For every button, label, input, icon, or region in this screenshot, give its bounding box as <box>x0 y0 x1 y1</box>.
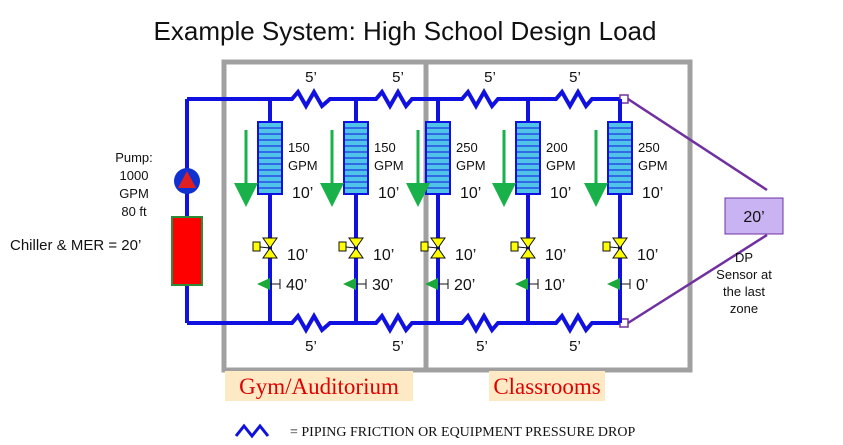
coil-drop: 10’ <box>292 185 313 202</box>
branches: 150GPM10’10’40’150GPM10’10’30’250GPM10’1… <box>234 99 668 323</box>
return-friction-4: 5’ <box>569 338 581 355</box>
valve-actuator-icon <box>338 241 347 252</box>
branch-flow: 250 <box>456 140 478 155</box>
valve-stem <box>517 246 529 249</box>
control-valve-icon <box>348 237 364 249</box>
control-valve-icon <box>430 237 446 249</box>
chiller <box>171 216 203 286</box>
balance-drop: 40’ <box>286 277 307 294</box>
control-valve-lower <box>262 247 278 259</box>
supply-friction-1: 5’ <box>305 69 317 86</box>
control-valve-lower <box>612 247 628 259</box>
valve-stem <box>345 246 357 249</box>
dp-sensor-value: 20’ <box>743 209 764 226</box>
balance-valve-icon <box>257 278 270 290</box>
valve-actuator-icon <box>252 241 261 252</box>
branch-flow: 150 <box>288 140 310 155</box>
pump-flow-unit: GPM <box>119 186 149 201</box>
pump-head: 80 ft <box>121 204 147 219</box>
control-valve-lower <box>348 247 364 259</box>
valve-drop: 10’ <box>637 247 658 264</box>
supply-pipe <box>187 87 622 111</box>
zone-box-classrooms <box>423 59 693 373</box>
zone-label-bg-classrooms <box>489 371 605 401</box>
pump-flow: 1000 <box>120 168 149 183</box>
valve-actuator-icon <box>420 241 429 252</box>
branch-flow-unit: GPM <box>638 158 668 173</box>
dp-line-lower <box>627 233 768 325</box>
control-valve-icon <box>612 237 628 249</box>
balance-drop: 10’ <box>544 277 565 294</box>
balance-valve-icon <box>343 278 356 290</box>
coil-drop: 10’ <box>460 185 481 202</box>
control-valve-lower <box>520 247 536 259</box>
chiller-label: Chiller & MER = 20’ <box>10 237 141 254</box>
branch-flow-unit: GPM <box>456 158 486 173</box>
return-friction-3: 5’ <box>476 338 488 355</box>
zone-label-classrooms: Classrooms <box>493 374 600 399</box>
coil-drop: 10’ <box>378 185 399 202</box>
balance-drop: 0’ <box>636 277 648 294</box>
return-friction-2: 5’ <box>392 338 404 355</box>
control-valve-lower <box>430 247 446 259</box>
balance-valve-icon <box>515 278 528 290</box>
control-valve-icon <box>262 237 278 249</box>
supply-friction-4: 5’ <box>569 69 581 86</box>
dp-sensor-line3: the last <box>723 284 765 299</box>
return-pipe <box>187 311 622 335</box>
zone-label-gym: Gym/Auditorium <box>239 374 399 399</box>
balance-drop: 30’ <box>372 277 393 294</box>
branch-flow-unit: GPM <box>374 158 404 173</box>
valve-drop: 10’ <box>287 247 308 264</box>
valve-stem <box>427 246 439 249</box>
valve-stem <box>259 246 271 249</box>
branch-flow: 250 <box>638 140 660 155</box>
supply-friction-2: 5’ <box>392 69 404 86</box>
branch-flow: 200 <box>546 140 568 155</box>
valve-actuator-icon <box>510 241 519 252</box>
dp-sensor-line2: Sensor at <box>716 267 772 282</box>
return-friction-1: 5’ <box>305 338 317 355</box>
dp-sensor-line1: DP <box>735 250 753 265</box>
balance-valve-icon <box>425 278 438 290</box>
valve-drop: 10’ <box>455 247 476 264</box>
coil-drop: 10’ <box>642 185 663 202</box>
control-valve-icon <box>520 237 536 249</box>
dp-sensor-line4: zone <box>730 301 758 316</box>
supply-friction-3: 5’ <box>484 69 496 86</box>
pump-label: Pump: <box>115 150 153 165</box>
branch-flow-unit: GPM <box>546 158 576 173</box>
diagram-title: Example System: High School Design Load <box>154 16 657 46</box>
pump-triangle-icon <box>178 171 196 188</box>
zone-label-bg-gym <box>225 371 413 401</box>
valve-drop: 10’ <box>545 247 566 264</box>
valve-actuator-icon <box>602 241 611 252</box>
balance-valve-icon <box>607 278 620 290</box>
branch-flow: 150 <box>374 140 396 155</box>
branch-flow-unit: GPM <box>288 158 318 173</box>
friction-legend-icon <box>234 423 270 439</box>
dp-line-upper <box>627 97 768 192</box>
valve-stem <box>609 246 621 249</box>
balance-drop: 20’ <box>454 277 475 294</box>
legend-text: = PIPING FRICTION OR EQUIPMENT PRESSURE … <box>290 425 635 440</box>
dp-sensor-box <box>724 197 784 235</box>
coil-drop: 10’ <box>550 185 571 202</box>
valve-drop: 10’ <box>373 247 394 264</box>
